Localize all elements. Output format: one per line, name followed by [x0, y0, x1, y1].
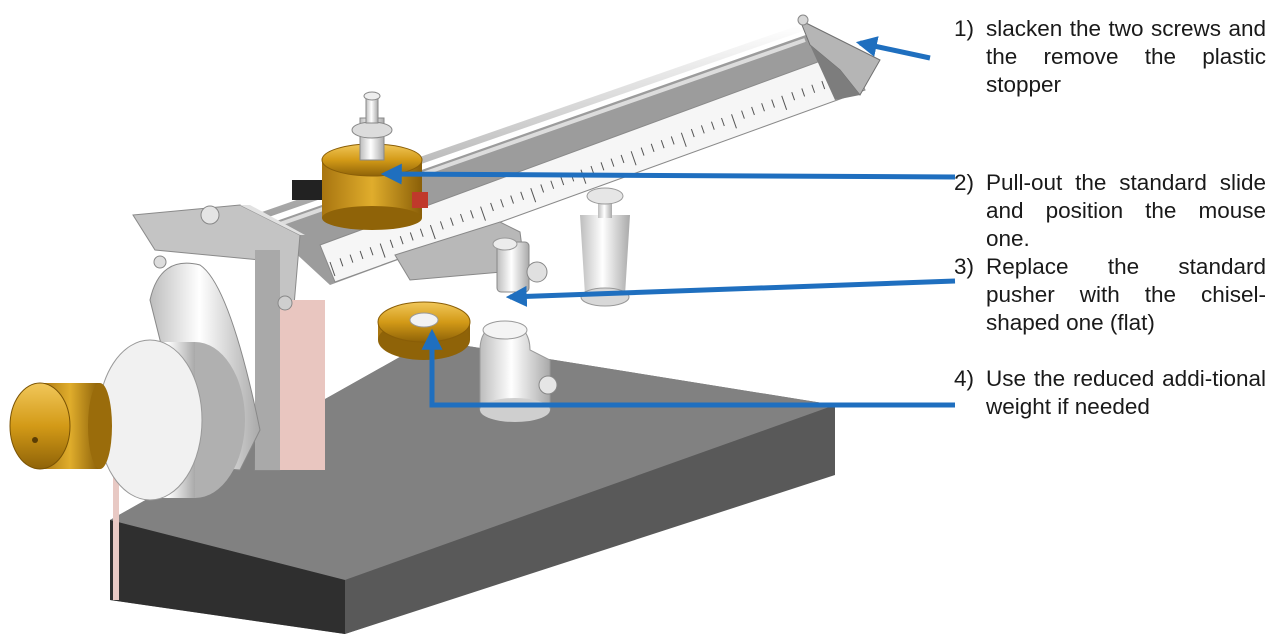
scale-tick	[369, 247, 374, 256]
scale-tick	[620, 154, 625, 164]
scale-tick	[339, 258, 344, 267]
scale-tick	[439, 221, 444, 230]
arrow-3	[505, 278, 956, 307]
step-text: slacken the two screws and the remove th…	[986, 16, 1266, 97]
step-number: 2)	[953, 170, 974, 195]
scale-tick	[600, 162, 605, 171]
scale-tick	[610, 158, 615, 167]
scale-tick	[510, 195, 514, 204]
scale-tick	[821, 80, 826, 90]
scale-tick	[480, 206, 486, 221]
step-number: 1)	[953, 16, 974, 41]
scale-tick	[550, 180, 555, 189]
scale-tick	[811, 84, 816, 93]
instruction-step-1: 1) slacken the two screws and the remove…	[930, 15, 1266, 99]
scale-tick	[399, 235, 404, 245]
scale-tick	[650, 143, 655, 153]
step-text: Use the reduced addi-tional weight if ne…	[986, 366, 1266, 419]
scale-ticks	[329, 69, 856, 277]
scale-beam	[211, 21, 866, 285]
scale-tick	[731, 114, 737, 129]
scale-tick	[761, 103, 765, 112]
scale-tick	[520, 191, 525, 201]
slide-carriage	[292, 91, 428, 230]
scale-tick	[329, 261, 336, 277]
instruction-step-2: 2) Pull-out the standard slide and posit…	[930, 169, 1266, 253]
callout-arrows	[380, 36, 956, 408]
scale-tick	[460, 213, 464, 223]
scale-tick	[741, 110, 745, 119]
brass-knob	[9, 382, 112, 470]
scale-tick	[409, 232, 414, 241]
scale-tick	[680, 132, 687, 147]
scale-tick	[560, 176, 565, 186]
scale-tick	[490, 202, 494, 212]
arrow-4	[421, 328, 955, 408]
scale-tick	[710, 121, 715, 130]
scale-tick	[690, 128, 695, 138]
plastic-stopper	[797, 14, 881, 100]
step-text: Replace the standard pusher with the chi…	[986, 254, 1266, 335]
scale-tick	[630, 151, 637, 166]
scale-tick	[640, 147, 645, 156]
scale-tick	[419, 228, 424, 237]
drum	[97, 339, 245, 501]
scale-tick	[751, 106, 755, 116]
arrow-1	[855, 36, 931, 61]
scale-tick	[660, 139, 665, 149]
scale-tick	[801, 88, 806, 97]
step-text: Pull-out the standard slide and position…	[986, 170, 1266, 251]
step-number: 4)	[953, 366, 974, 391]
pusher-arm	[394, 221, 548, 293]
scale-tick	[540, 184, 545, 193]
scale-tick	[470, 210, 474, 219]
step-number: 3)	[953, 254, 974, 279]
scale-tick	[449, 217, 454, 226]
scale-tick	[530, 187, 537, 203]
vertical-frame	[132, 204, 325, 471]
scale-tick	[429, 224, 436, 240]
scale-tick	[359, 250, 364, 260]
scale-tick	[700, 125, 705, 134]
scale-tick	[389, 239, 394, 249]
scale-tick	[379, 243, 386, 258]
scale-tick	[771, 99, 775, 108]
scale-tick	[349, 254, 354, 263]
scale-tick	[781, 95, 788, 111]
additional-weight	[377, 301, 471, 360]
scale-tick	[721, 117, 725, 127]
base-block	[110, 340, 835, 634]
support-post	[580, 187, 630, 307]
instruction-step-4: 4) Use the reduced addi-tional weight if…	[930, 365, 1266, 421]
instruction-step-3: 3) Replace the standard pusher with the …	[930, 253, 1266, 337]
scale-tick	[791, 91, 796, 101]
scale-tick	[670, 136, 675, 145]
arrow-2	[380, 163, 956, 185]
scale-tick	[500, 199, 504, 208]
